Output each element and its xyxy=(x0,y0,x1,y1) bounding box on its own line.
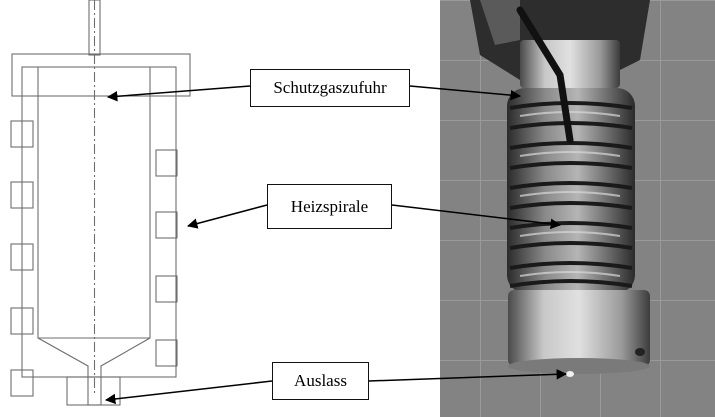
leader-arrows xyxy=(104,85,568,405)
arrow-out-right xyxy=(368,369,568,382)
arrow-gas-right xyxy=(409,85,522,101)
callout-outlet: Auslass xyxy=(272,362,369,400)
callout-gas-inlet-label: Schutzgaszufuhr xyxy=(273,78,387,97)
callout-heating-coil: Heizspirale xyxy=(267,184,392,229)
callout-gas-inlet: Schutzgaszufuhr xyxy=(250,69,410,107)
arrow-gas-left xyxy=(106,85,251,102)
arrow-heat-left xyxy=(186,204,268,229)
callout-heating-coil-label: Heizspirale xyxy=(290,196,369,216)
callout-outlet-label: Auslass xyxy=(294,371,347,390)
furnace-photo xyxy=(440,0,715,417)
coil-tabs-right xyxy=(155,149,178,367)
coil-tabs-left xyxy=(10,120,34,397)
technical-drawing xyxy=(10,0,191,406)
arrow-heat-right xyxy=(391,204,562,230)
arrow-out-left xyxy=(104,380,273,405)
